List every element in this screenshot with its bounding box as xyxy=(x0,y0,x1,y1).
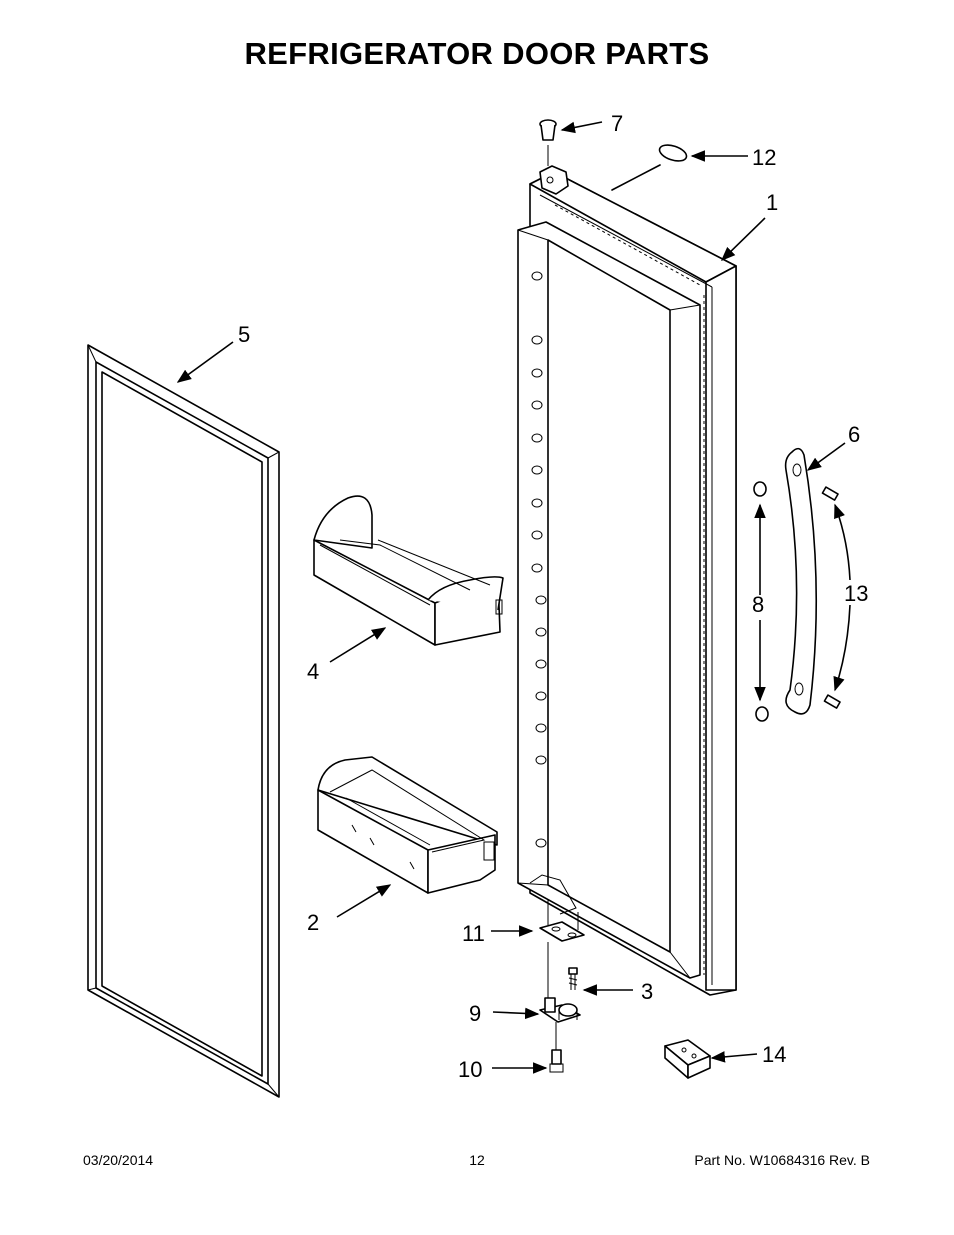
plug xyxy=(658,144,688,162)
handle-spacer xyxy=(753,481,769,722)
callout-3: 3 xyxy=(641,979,653,1004)
callout-6: 6 xyxy=(848,422,860,447)
callout-10: 10 xyxy=(458,1057,482,1082)
callout-labels: 1 2 3 4 5 6 7 8 9 10 11 12 13 14 xyxy=(238,111,868,1082)
hinge-shim xyxy=(539,900,585,942)
shelf-supports xyxy=(531,271,547,848)
page-title: REFRIGERATOR DOOR PARTS xyxy=(244,36,710,71)
screw xyxy=(568,967,578,990)
callout-5: 5 xyxy=(238,322,250,347)
callout-14: 14 xyxy=(762,1042,786,1067)
set-screw xyxy=(821,486,841,709)
footer-page-number: 12 xyxy=(469,1152,485,1168)
callout-2: 2 xyxy=(307,910,319,935)
callout-8: 8 xyxy=(752,592,764,617)
callout-11: 11 xyxy=(462,921,485,946)
callout-9: 9 xyxy=(469,1001,481,1026)
door-gasket xyxy=(87,344,280,1098)
callout-7: 7 xyxy=(611,111,623,136)
leader-arrows xyxy=(176,121,851,1074)
door-bin xyxy=(317,756,498,894)
callout-12: 12 xyxy=(752,145,776,170)
footer-date: 03/20/2014 xyxy=(83,1152,154,1168)
bottom-hinge xyxy=(539,942,581,1023)
callout-1: 1 xyxy=(766,190,778,215)
callout-4: 4 xyxy=(307,659,319,684)
door-handle xyxy=(784,447,818,715)
hinge-screw xyxy=(549,1022,564,1073)
hinge-cover xyxy=(664,1039,711,1079)
door-shelf-bin xyxy=(313,495,504,646)
footer-part-number: Part No. W10684316 Rev. B xyxy=(694,1152,870,1168)
door-assembly xyxy=(517,165,737,996)
callout-13: 13 xyxy=(844,581,868,606)
hinge-bushing xyxy=(539,119,557,166)
